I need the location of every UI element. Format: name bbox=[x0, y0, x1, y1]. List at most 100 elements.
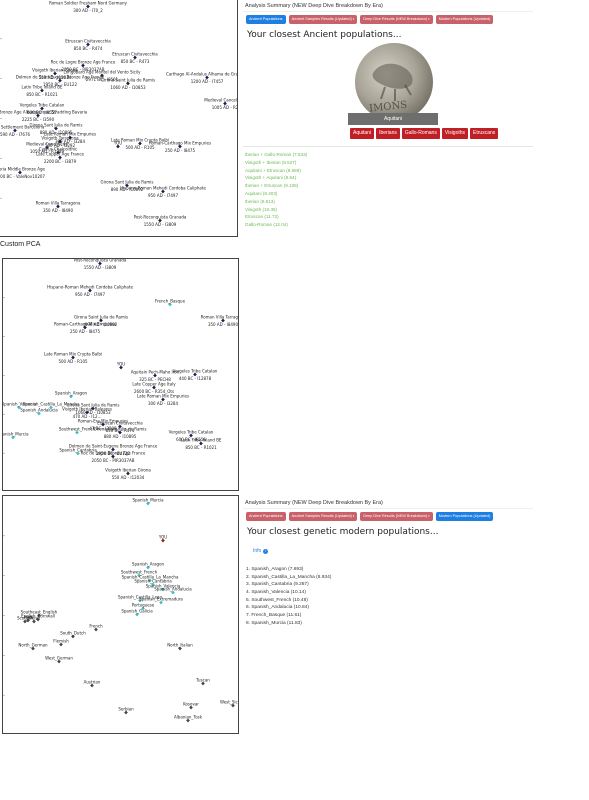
pca-point-dolmen-de-saint-eugene-bronze-age-france[interactable]: Dolmen de Saint-Eugene Bronze Age France… bbox=[16, 75, 105, 88]
point-label: Spanish_Murcia bbox=[3, 432, 29, 437]
info-link[interactable]: Info i bbox=[253, 548, 268, 554]
point-marker bbox=[69, 394, 73, 399]
pca-point-spanish-cantabria[interactable]: Spanish_Cantabria bbox=[59, 448, 97, 456]
pca-point-spanish-galicia[interactable]: Spanish_Galicia bbox=[121, 609, 153, 617]
pca-point-spanish-andalucia[interactable]: Spanish_Andalucia bbox=[154, 587, 192, 595]
pca-point-spanish-murcia[interactable]: Spanish_Murcia bbox=[3, 432, 29, 440]
pca-point-medieval-cancelleria[interactable]: Medieval Cancelleria1005 AD - R2 bbox=[204, 98, 238, 111]
pca-point-tuscan[interactable]: Tuscan bbox=[195, 678, 210, 686]
tab-modern-populations[interactable]: Modern Populations (Updated) bbox=[435, 15, 494, 24]
tab-ancient-populations[interactable]: Ancient Populations bbox=[246, 15, 286, 24]
tab-deep-dive[interactable]: Deep Dive Results (NEW Breakdown)▾ bbox=[360, 15, 433, 24]
mix-item: Iberian (9.813) bbox=[245, 198, 275, 204]
point-label: Flemish bbox=[53, 639, 69, 644]
mix-item: Visigoth (10.35) bbox=[245, 206, 278, 212]
point-marker bbox=[126, 81, 130, 86]
pca-point-french[interactable]: French bbox=[89, 624, 103, 632]
tab-ancient-samples[interactable]: Ancient Samples Results (Updated)▾ bbox=[288, 15, 358, 24]
pca-point-welsh[interactable]: Welsh bbox=[28, 616, 40, 624]
pca-point-southwest-french[interactable]: Southwest_French bbox=[59, 427, 96, 435]
pca-point-you[interactable]: YOU bbox=[113, 141, 122, 149]
pca-point-north-german[interactable]: North_German bbox=[18, 643, 48, 651]
pop-tag-visigoths[interactable]: Visigoths bbox=[441, 128, 469, 139]
tab-modern-populations[interactable]: Modern Populations (Updated) bbox=[435, 512, 494, 521]
pca-point-french-basque[interactable]: French_Basque bbox=[155, 299, 186, 307]
modern-result-item: 7. French_Basque (11.61) bbox=[246, 613, 302, 619]
point-sublabel: 850 BC - R1021 bbox=[26, 92, 58, 97]
tab-ancient-populations[interactable]: Ancient Populations bbox=[246, 512, 286, 521]
pca-point-west-sicilian[interactable]: West_Sicilian bbox=[220, 700, 239, 708]
point-sublabel: 880 AD - I10895 bbox=[40, 130, 73, 135]
modern-result-item: 1. Spanish_Aragon (7.693) bbox=[246, 567, 304, 572]
pca-point-west-german[interactable]: West_German bbox=[45, 656, 73, 664]
tab-deep-dive[interactable]: Deep Dive Results (NEW Breakdown)▾ bbox=[360, 512, 433, 521]
pop-tag-gallo-romans[interactable]: Gallo-Romans bbox=[401, 128, 440, 139]
pca-point-north-italian[interactable]: North_Italian bbox=[167, 643, 193, 651]
pca-point-spanish-murcia[interactable]: Spanish_Murcia bbox=[132, 498, 164, 506]
pca-point-south-dutch[interactable]: South_Dutch bbox=[60, 631, 86, 639]
pca-point-you[interactable]: YOU bbox=[158, 535, 167, 543]
point-marker bbox=[116, 144, 120, 149]
pca-point-carthago-al-andalus-alhama-de-granada[interactable]: Carthago Al-Andalus Alhama de Granada120… bbox=[166, 72, 238, 85]
pca-point-dolmen-de-saint-eugene-bronze-age-france[interactable]: Dolmen de Saint-Eugene Bronze Age France… bbox=[69, 444, 158, 457]
pca-point-spanish-aragon[interactable]: Spanish_Aragon bbox=[55, 391, 88, 399]
point-sublabel: 500 AD - R105 bbox=[125, 145, 155, 150]
pop-tag-iberians[interactable]: Iberians bbox=[376, 128, 400, 139]
pca-point-hispano-roman-mehedi-cordoba-caliphate[interactable]: Hispano-Roman Mehedi Cordoba Caliphate95… bbox=[120, 186, 206, 199]
pca-point-late-bronze-age-alburquerque-stradding-bavaria[interactable]: Late Bronze Age Alburquerque Stradding B… bbox=[0, 110, 88, 123]
point-sublabel: 600 BC - I6556 bbox=[176, 437, 206, 442]
pca-point-albanian-tosk[interactable]: Albanian_Tosk bbox=[174, 715, 203, 723]
pca-point-serbian[interactable]: Serbian bbox=[118, 707, 134, 715]
pop-tag-aquitani[interactable]: Aquitani bbox=[350, 128, 375, 139]
tab-ancient-samples[interactable]: Ancient Samples Results (Updated)▾ bbox=[288, 512, 358, 521]
pca-point-cyprus-chalcolithic[interactable]: Cyprus Chalcolithic bbox=[39, 147, 77, 155]
pca-point-longobard-age-montel-del-vento-sicily[interactable]: Longobard Age Montel del Vento Sicily297… bbox=[64, 70, 142, 83]
pca-point-you[interactable]: YOU bbox=[116, 362, 125, 370]
pca-point-austrian[interactable]: Austrian bbox=[84, 680, 101, 688]
pca-point-kosovar[interactable]: Kosovar bbox=[183, 702, 199, 710]
pca-point-spanish-aragon[interactable]: Spanish_Aragon bbox=[132, 562, 165, 570]
pop-tag-etruscans[interactable]: Etruscans bbox=[470, 128, 499, 139]
pca-point-hispano-roman-mehedi-cordoba-caliphate[interactable]: Hispano-Roman Mehedi Cordoba Caliphate95… bbox=[47, 285, 133, 298]
pca-point-flemish[interactable]: Flemish bbox=[53, 639, 69, 647]
pca-point-spanish-andalucia[interactable]: Spanish_Andalucia bbox=[20, 408, 58, 416]
point-marker bbox=[86, 42, 90, 47]
